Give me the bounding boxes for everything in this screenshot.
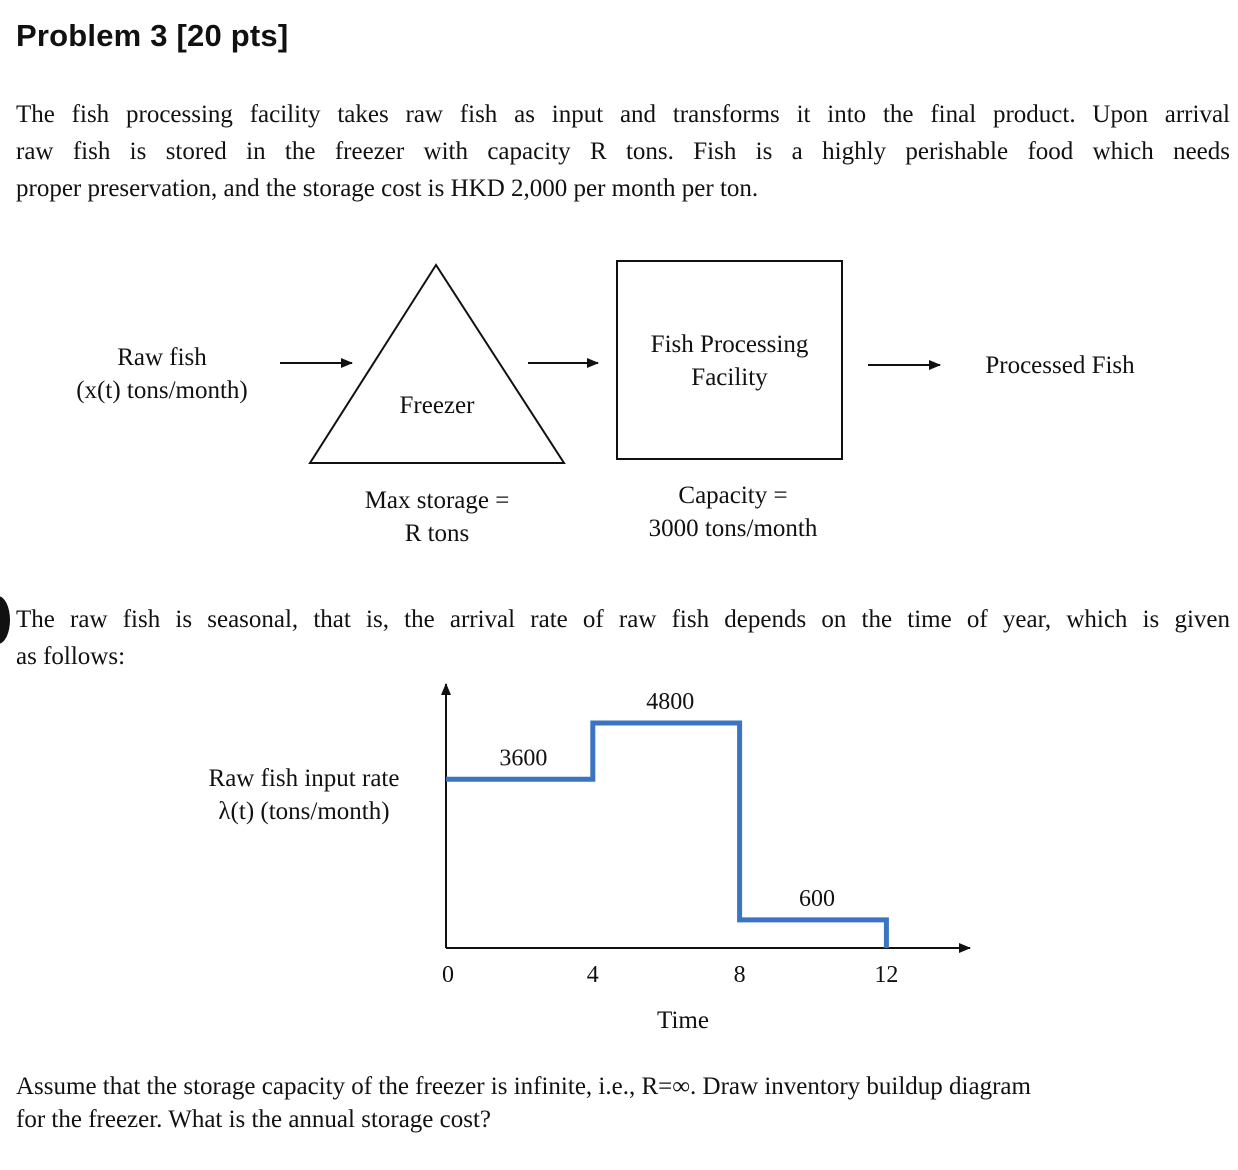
chart-y-label-line-1: Raw fish input rate <box>208 765 400 792</box>
x-tick-label: 12 <box>874 962 898 988</box>
problem-title: Problem 3 [20 pts] <box>16 18 289 53</box>
segment-value-label: 600 <box>799 886 835 912</box>
intro-line-2: raw fish is stored in the freezer with c… <box>16 138 1230 165</box>
freezer-storage-line-2: R tons <box>404 520 470 547</box>
segment-value-label: 3600 <box>499 745 547 771</box>
x-tick-label: 4 <box>587 962 599 988</box>
intro-paragraph: The fish processing facility takes raw f… <box>16 96 1230 207</box>
arrival-rate-step-line <box>446 720 889 948</box>
facility-label-line-1: Fish Processing <box>650 331 809 358</box>
segment-value-label: 4800 <box>646 689 694 715</box>
seasonal-paragraph: The raw fish is seasonal, that is, the a… <box>16 601 1230 675</box>
output-label: Processed Fish <box>985 352 1135 379</box>
process-flow-diagram <box>280 260 941 464</box>
question-line-2: for the freezer. What is the annual stor… <box>16 1106 492 1133</box>
intro-line-1: The fish processing facility takes raw f… <box>16 101 1230 128</box>
facility-label-line-2: Facility <box>691 364 768 391</box>
freezer-label: Freezer <box>399 392 475 419</box>
left-bullet-mark <box>0 596 10 644</box>
chart-y-label-line-2: λ(t) (tons/month) <box>218 798 390 825</box>
facility-capacity-line-2: 3000 tons/month <box>648 515 818 542</box>
freezer-triangle <box>308 263 566 464</box>
facility-capacity-line-1: Capacity = <box>678 482 788 509</box>
input-label-line-2: (x(t) tons/month) <box>76 377 248 404</box>
facility-box <box>616 260 843 460</box>
seasonal-line-2: as follows: <box>16 643 126 670</box>
facility-capacity-label: Capacity = 3000 tons/month <box>613 479 853 545</box>
x-tick-label: 0 <box>442 962 454 988</box>
x-tick-label: 8 <box>734 962 746 988</box>
seasonal-line-1: The raw fish is seasonal, that is, the a… <box>16 606 1230 633</box>
chart-y-label: Raw fish input rate λ(t) (tons/month) <box>180 762 428 828</box>
freezer-storage-line-1: Max storage = <box>364 487 510 514</box>
arrival-rate-chart: 0 4 8 12 3600 4800 600 Time <box>441 683 971 1034</box>
question-paragraph: Assume that the storage capacity of the … <box>16 1070 1230 1136</box>
freezer-storage-label: Max storage = R tons <box>337 484 537 550</box>
question-line-1: Assume that the storage capacity of the … <box>16 1073 1031 1100</box>
intro-line-3: proper preservation, and the storage cos… <box>16 175 759 202</box>
facility-label: Fish Processing Facility <box>617 328 842 394</box>
input-label-line-1: Raw fish <box>117 344 207 371</box>
input-label: Raw fish (x(t) tons/month) <box>52 341 272 407</box>
x-axis-label: Time <box>657 1007 709 1034</box>
